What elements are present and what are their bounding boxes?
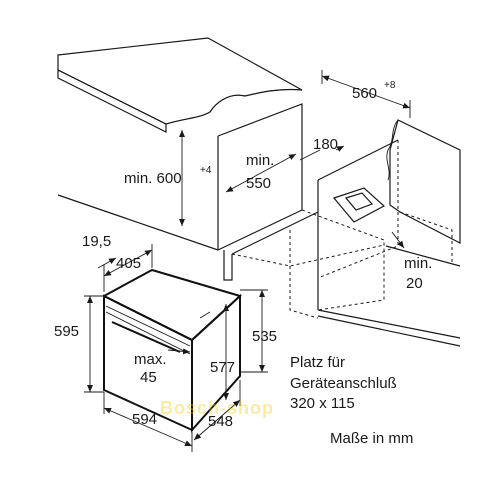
dim-45-line xyxy=(167,348,191,355)
oven-display xyxy=(199,311,211,319)
right-cabinet-base xyxy=(317,309,461,347)
units-label: Maße in mm xyxy=(330,430,413,447)
dim-20-line xyxy=(391,231,405,249)
oven-door-top xyxy=(105,311,191,355)
note-line-3: 320 x 115 xyxy=(290,395,355,412)
dashed-outline-3 xyxy=(317,140,399,279)
dim-550-line xyxy=(225,153,297,193)
cabinet-niche xyxy=(57,103,319,281)
label-535: 535 xyxy=(252,328,277,345)
dim-535-ext xyxy=(240,289,268,373)
dim-405-ext xyxy=(103,244,153,292)
dim-548-line xyxy=(193,399,241,441)
note-line-2: Geräteanschluß xyxy=(290,375,397,392)
watermark: Bosch-shop xyxy=(160,398,274,418)
left-countertop xyxy=(57,37,303,133)
label-595: 595 xyxy=(54,323,79,340)
right-cabinet xyxy=(231,139,461,347)
dim-595-ext xyxy=(84,295,104,393)
label-594: 594 xyxy=(132,411,157,428)
connection-space-recess xyxy=(344,192,374,211)
label-min600: min. 600 xyxy=(124,170,182,187)
label-180: 180 xyxy=(313,136,338,153)
label-19-5: 19,5 xyxy=(82,233,111,250)
connection-space-box xyxy=(332,187,386,223)
dashed-outline-5 xyxy=(399,211,453,262)
left-countertop-top xyxy=(57,37,303,125)
connection-space xyxy=(332,187,386,223)
dim-19-5-line xyxy=(97,257,117,269)
dim-180-line xyxy=(299,146,344,161)
oven-handle xyxy=(111,321,181,353)
oven-control-panel xyxy=(105,305,191,347)
dim-560-line xyxy=(321,75,411,109)
label-min20-b: 20 xyxy=(406,275,423,292)
dim-594-line xyxy=(103,407,193,447)
label-max45-a: max. xyxy=(134,351,167,368)
label-min550-a: min. xyxy=(246,152,274,169)
dashed-outline-4 xyxy=(231,244,385,267)
oven-top xyxy=(101,268,242,342)
right-cabinet-front xyxy=(317,139,399,310)
label-560: 560 xyxy=(352,85,377,102)
label-min600-sup: +4 xyxy=(200,165,212,176)
dim-560-ext xyxy=(321,70,411,118)
right-countertop-break xyxy=(386,119,399,181)
note-line-1: Platz für xyxy=(290,354,345,371)
label-min550-b: 550 xyxy=(246,175,271,192)
label-560-sup: +8 xyxy=(384,80,396,91)
label-548: 548 xyxy=(208,413,233,430)
dashed-outline-1 xyxy=(289,230,319,319)
right-countertop-top xyxy=(389,119,461,244)
left-countertop-front xyxy=(57,69,167,133)
label-405: 405 xyxy=(116,255,141,272)
niche-plinth-b xyxy=(231,211,319,255)
dashed-outline-2 xyxy=(301,209,385,311)
left-countertop-break xyxy=(165,89,303,125)
dim-405-line xyxy=(103,249,153,277)
niche-bottom-line xyxy=(57,194,219,251)
dimension-lines xyxy=(84,70,411,452)
label-max45-b: 45 xyxy=(140,369,157,386)
niche-plinth-a xyxy=(223,250,233,281)
label-577: 577 xyxy=(210,359,235,376)
label-min20-a: min. xyxy=(404,255,432,272)
right-floor-line xyxy=(385,245,461,267)
dimension-labels: 560 +8 min. 600 +4 min. 550 180 19,5 405… xyxy=(54,80,432,447)
dim-594-ext xyxy=(103,392,193,452)
niche-floor xyxy=(217,209,303,251)
niche-back xyxy=(217,103,303,210)
